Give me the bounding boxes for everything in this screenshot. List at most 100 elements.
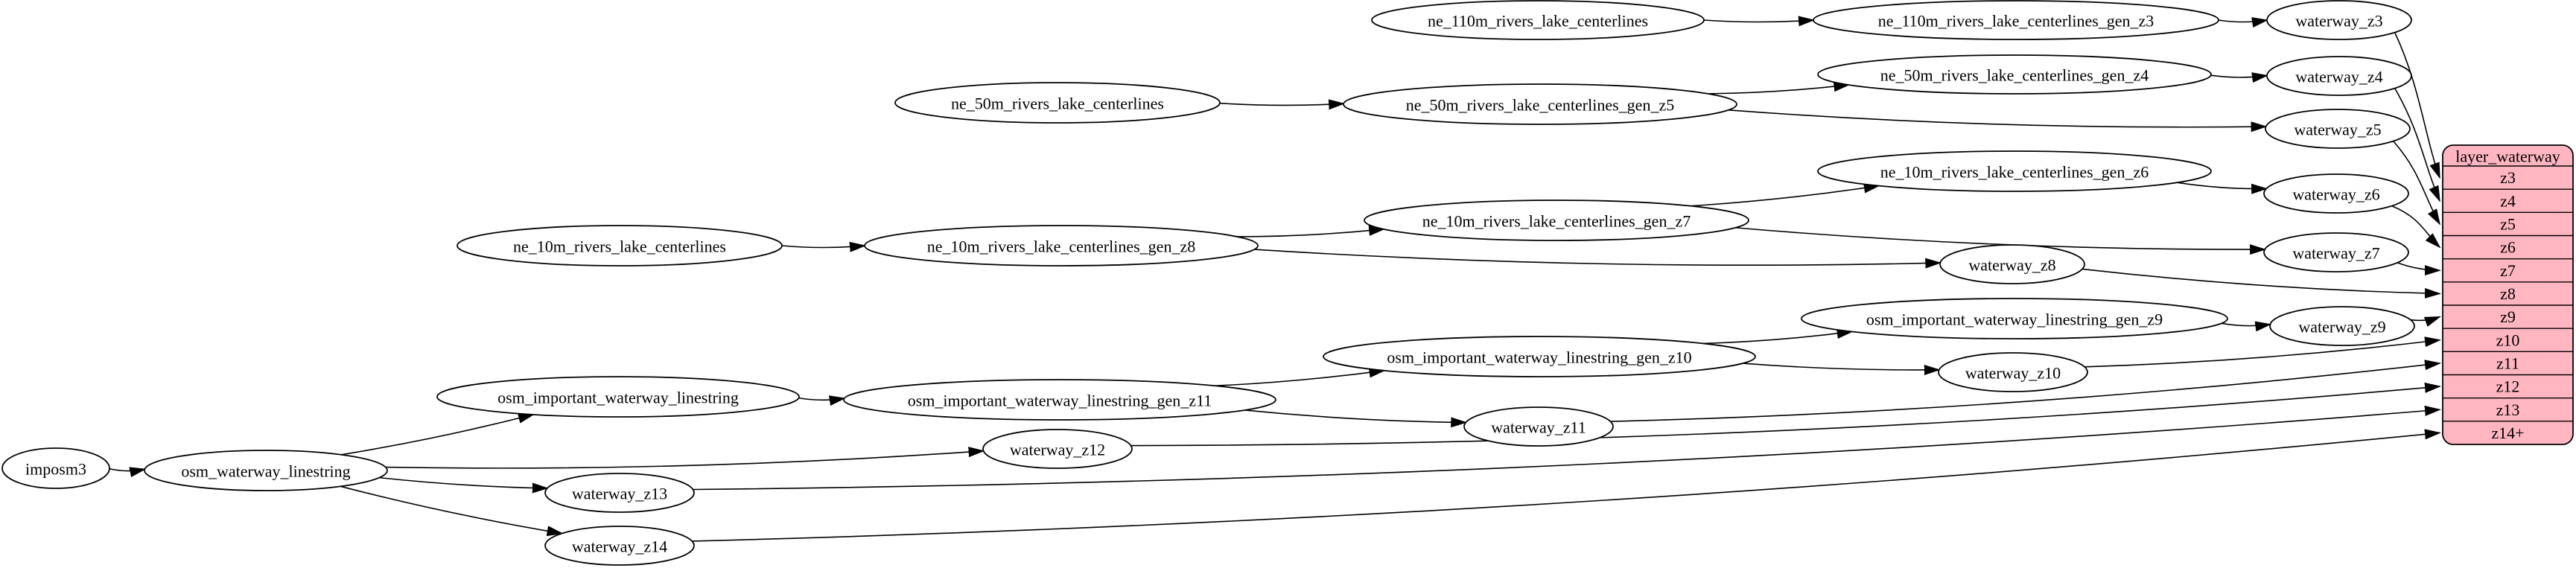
edge-ne_10m_rivers_lake_centerlines_gen_z6-to-waterway_z6 [2177,182,2268,194]
node-osm_important_waterway_linestring_gen_z9: osm_important_waterway_linestring_gen_z9 [1801,298,2228,339]
edge-osm_important_waterway_linestring_gen_z10-to-osm_important_waterway_linestring_gen_z9 [1703,328,1854,345]
edge-ne_10m_rivers_lake_centerlines_gen_z8-to-ne_10m_rivers_lake_centerlines_gen_z7 [1237,225,1386,237]
edge-imposm3-to-osm_waterway_linestring [109,467,147,478]
node-ellipse-imposm3 [1,447,110,489]
node-ellipse-waterway_z5 [2265,109,2411,149]
node-label-waterway_z7: waterway_z7 [2292,244,2379,263]
node-waterway_z3: waterway_z3 [2266,0,2412,40]
node-ellipse-waterway_z6 [2263,173,2409,214]
node-ellipse-ne_50m_rivers_lake_centerlines_gen_z4 [1817,54,2212,95]
node-label-waterway_z5: waterway_z5 [2294,121,2381,139]
node-waterway_z5: waterway_z5 [2265,109,2411,149]
edge-ne_110m_rivers_lake_centerlines_gen_z3-to-waterway_z3 [2218,17,2268,28]
node-label-waterway_z12: waterway_z12 [1010,441,1105,459]
layer-table-row-z8: z8 [2500,284,2516,303]
node-ellipse-waterway_z8 [1939,244,2085,284]
node-ne_10m_rivers_lake_centerlines_gen_z8: ne_10m_rivers_lake_centerlines_gen_z8 [864,225,1259,267]
edge-ne_10m_rivers_lake_centerlines_gen_z8-to-waterway_z8 [1254,249,1942,269]
node-waterway_z14: waterway_z14 [544,526,695,566]
node-label-ne_110m_rivers_lake_centerlines: ne_110m_rivers_lake_centerlines [1428,12,1648,31]
node-ne_110m_rivers_lake_centerlines_gen_z3: ne_110m_rivers_lake_centerlines_gen_z3 [1813,0,2219,40]
edge-waterway_z14-to-layer_waterway-z14plus [692,429,2441,542]
node-ellipse-osm_waterway_linestring [144,450,388,491]
node-ne_10m_rivers_lake_centerlines_gen_z7: ne_10m_rivers_lake_centerlines_gen_z7 [1364,200,1749,241]
node-ellipse-ne_10m_rivers_lake_centerlines_gen_z7 [1364,200,1749,241]
node-label-ne_110m_rivers_lake_centerlines_gen_z3: ne_110m_rivers_lake_centerlines_gen_z3 [1878,12,2154,31]
node-waterway_z4: waterway_z4 [2266,56,2412,96]
edge-waterway_z6-to-layer_waterway-z6 [2391,205,2441,249]
edges-layer [109,16,2441,542]
node-ellipse-ne_110m_rivers_lake_centerlines_gen_z3 [1813,0,2219,40]
node-label-ne_10m_rivers_lake_centerlines_gen_z6: ne_10m_rivers_lake_centerlines_gen_z6 [1880,163,2149,182]
edge-osm_important_waterway_linestring_gen_z11-to-osm_important_waterway_linestring_gen_z10 [1215,367,1386,387]
node-ellipse-ne_50m_rivers_lake_centerlines_gen_z5 [1343,83,1737,125]
node-waterway_z9: waterway_z9 [2269,306,2415,346]
node-label-waterway_z13: waterway_z13 [572,485,667,503]
edge-ne_50m_rivers_lake_centerlines-to-ne_50m_rivers_lake_centerlines_gen_z5 [1219,99,1346,110]
edge-osm_important_waterway_linestring_gen_z11-to-waterway_z11 [1244,409,1468,428]
edge-ne_50m_rivers_lake_centerlines_gen_z4-to-waterway_z4 [2210,72,2268,83]
nodes-layer: imposm3 osm_waterway_linestring osm_import… [1,0,2415,566]
layer-table-row-z10: z10 [2496,331,2520,349]
edge-waterway_z10-to-layer_waterway-z10 [2084,336,2441,368]
edge-osm_waterway_linestring-to-waterway_z14 [340,485,564,537]
node-label-osm_important_waterway_linestring: osm_important_waterway_linestring [497,389,739,407]
edge-ne_10m_rivers_lake_centerlines-to-ne_10m_rivers_lake_centerlines_gen_z8 [781,241,866,252]
node-waterway_z10: waterway_z10 [1938,352,2088,392]
node-label-osm_important_waterway_linestring_gen_z11: osm_important_waterway_linestring_gen_z1… [908,392,1212,410]
edge-waterway_z9-to-layer_waterway-z9 [2410,316,2441,328]
edge-waterway_z3-to-layer_waterway-z3 [2394,32,2440,179]
node-ne_10m_rivers_lake_centerlines: ne_10m_rivers_lake_centerlines [457,225,783,267]
node-label-waterway_z14: waterway_z14 [572,537,667,556]
node-waterway_z6: waterway_z6 [2263,173,2409,214]
node-waterway_z12: waterway_z12 [982,429,1133,469]
node-ellipse-waterway_z13 [544,473,695,513]
edge-osm_important_waterway_linestring_gen_z9-to-waterway_z9 [2221,321,2272,332]
node-ellipse-ne_50m_rivers_lake_centerlines [894,82,1221,124]
edge-ne_10m_rivers_lake_centerlines_gen_z7-to-waterway_z7 [1735,227,2267,255]
layer-table-row-z9: z9 [2500,307,2516,326]
node-ellipse-waterway_z3 [2266,0,2412,40]
edge-ne_110m_rivers_lake_centerlines-to-ne_110m_rivers_lake_centerlines_gen_z3 [1703,16,1815,27]
node-label-osm_important_waterway_linestring_gen_z9: osm_important_waterway_linestring_gen_z9 [1866,310,2163,329]
edge-ne_50m_rivers_lake_centerlines_gen_z5-to-ne_50m_rivers_lake_centerlines_gen_z4 [1707,81,1851,95]
edge-osm_waterway_linestring-to-waterway_z13 [379,476,549,494]
node-osm_important_waterway_linestring: osm_important_waterway_linestring [436,376,800,418]
layer-table-row-z14+: z14+ [2491,424,2524,442]
node-ellipse-waterway_z11 [1463,406,1614,447]
node-ellipse-ne_10m_rivers_lake_centerlines_gen_z6 [1817,150,2212,192]
node-label-waterway_z11: waterway_z11 [1491,418,1586,437]
node-ne_50m_rivers_lake_centerlines: ne_50m_rivers_lake_centerlines [894,82,1221,124]
node-ellipse-osm_important_waterway_linestring_gen_z11 [843,379,1276,421]
node-ellipse-waterway_z12 [982,429,1133,469]
node-label-osm_important_waterway_linestring_gen_z10: osm_important_waterway_linestring_gen_z1… [1387,348,1691,367]
node-ne_110m_rivers_lake_centerlines: ne_110m_rivers_lake_centerlines [1371,0,1705,40]
node-ellipse-waterway_z10 [1938,352,2088,392]
node-label-waterway_z10: waterway_z10 [1965,364,2061,383]
layer-table-row-z5: z5 [2500,214,2516,233]
node-imposm3: imposm3 [1,447,110,489]
node-ne_50m_rivers_lake_centerlines_gen_z4: ne_50m_rivers_lake_centerlines_gen_z4 [1817,54,2212,95]
node-label-ne_10m_rivers_lake_centerlines: ne_10m_rivers_lake_centerlines [513,237,726,256]
layer-table-header: layer_waterway [2455,147,2560,166]
layer-table: layer_waterwayz3z4z5z6z7z8z9z10z11z12z13… [2442,144,2574,445]
node-label-waterway_z4: waterway_z4 [2295,68,2382,86]
node-ellipse-waterway_z7 [2263,232,2409,272]
node-ellipse-waterway_z14 [544,526,695,566]
node-label-ne_50m_rivers_lake_centerlines_gen_z5: ne_50m_rivers_lake_centerlines_gen_z5 [1406,96,1674,115]
layer-table-row-z4: z4 [2500,191,2516,210]
node-label-waterway_z9: waterway_z9 [2298,318,2385,336]
node-label-osm_waterway_linestring: osm_waterway_linestring [181,462,350,481]
layer-table-row-z7: z7 [2500,261,2516,280]
edge-waterway_z4-to-layer_waterway-z4 [2394,88,2440,202]
layer-table-row-z12: z12 [2496,377,2520,396]
node-ne_50m_rivers_lake_centerlines_gen_z5: ne_50m_rivers_lake_centerlines_gen_z5 [1343,83,1737,125]
node-osm_important_waterway_linestring_gen_z11: osm_important_waterway_linestring_gen_z1… [843,379,1276,421]
node-ellipse-osm_important_waterway_linestring_gen_z10 [1323,336,1756,377]
node-ellipse-waterway_z4 [2266,56,2412,96]
edge-waterway_z11-to-layer_waterway-z11 [1610,360,2441,423]
edge-osm_waterway_linestring-to-osm_important_waterway_linestring [341,413,535,456]
node-label-waterway_z6: waterway_z6 [2292,185,2379,204]
